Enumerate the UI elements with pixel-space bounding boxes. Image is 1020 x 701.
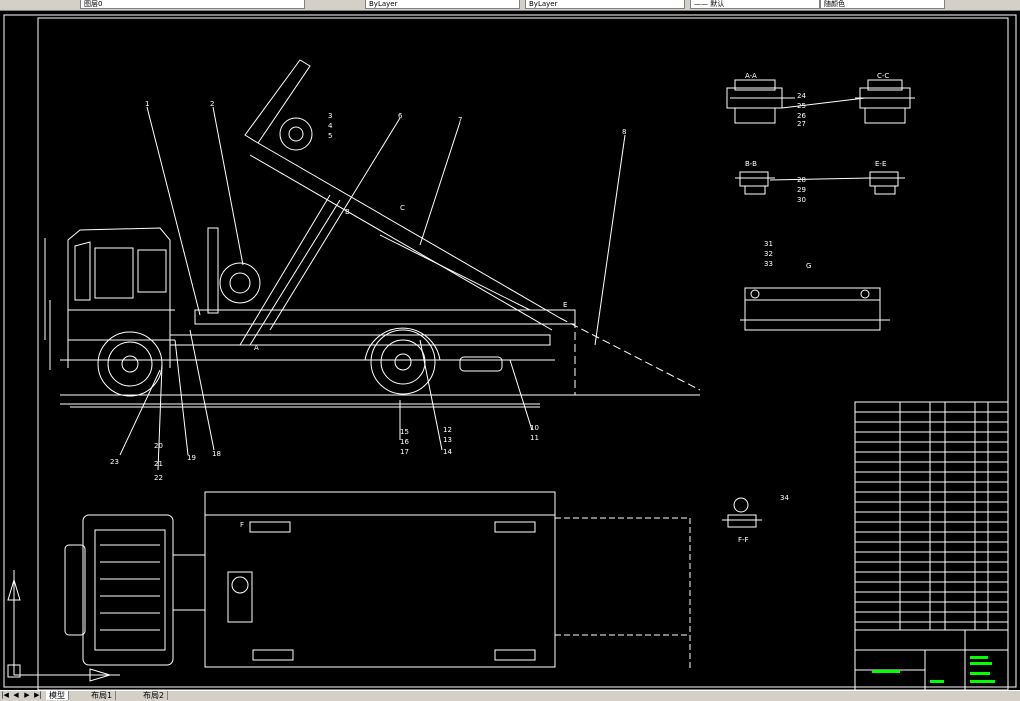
balloon-11: 11 bbox=[530, 434, 539, 442]
balloon-16: 16 bbox=[400, 438, 409, 446]
balloon-23: 23 bbox=[110, 458, 119, 466]
detail-g-view bbox=[740, 287, 890, 331]
balloon-14: 14 bbox=[443, 448, 452, 456]
tab-nav-last-icon[interactable]: ▶| bbox=[34, 691, 42, 699]
plotstyle-dropdown[interactable]: 随颜色 bbox=[820, 0, 945, 9]
layout-tab-bar: |◀ ◀ ▶ ▶| 模型 布局1 布局2 bbox=[0, 690, 1020, 701]
balloon-2: 2 bbox=[210, 100, 214, 108]
tab-layout1[interactable]: 布局1 bbox=[88, 691, 117, 700]
label-cut-c: C bbox=[400, 204, 405, 212]
balloon-27: 27 bbox=[797, 120, 806, 128]
label-cut-e: E bbox=[563, 301, 567, 309]
balloon-30: 30 bbox=[797, 196, 806, 204]
balloon-8: 8 bbox=[622, 128, 626, 136]
balloon-31: 31 bbox=[764, 240, 773, 248]
label-cut-b: B bbox=[345, 208, 350, 216]
balloon-21: 21 bbox=[154, 460, 163, 468]
tab-nav-first-icon[interactable]: |◀ bbox=[1, 691, 9, 699]
balloon-28: 28 bbox=[797, 176, 806, 184]
color-dropdown[interactable]: ByLayer bbox=[365, 0, 520, 9]
section-aa-view bbox=[726, 79, 795, 124]
label-detail-g: G bbox=[806, 262, 811, 270]
truck-plan-view bbox=[64, 491, 691, 670]
truck-side-view bbox=[44, 59, 701, 408]
balloon-20: 20 bbox=[154, 442, 163, 450]
balloon-15: 15 bbox=[400, 428, 409, 436]
tab-nav-next-icon[interactable]: ▶ bbox=[24, 691, 30, 699]
section-ee-view bbox=[865, 171, 905, 195]
balloon-1: 1 bbox=[145, 100, 149, 108]
outer-frame bbox=[3, 14, 1017, 688]
section-cc-view bbox=[855, 79, 915, 124]
balloon-18: 18 bbox=[212, 450, 221, 458]
tab-nav-prev-icon[interactable]: ◀ bbox=[13, 691, 19, 699]
label-section-bb: B-B bbox=[745, 160, 757, 168]
tab-layout2[interactable]: 布局2 bbox=[140, 691, 169, 700]
balloon-5: 5 bbox=[328, 132, 332, 140]
layer-dropdown[interactable]: 图层0 bbox=[80, 0, 305, 9]
label-section-aa: A-A bbox=[745, 72, 757, 80]
leader-lines bbox=[119, 106, 626, 471]
balloon-26: 26 bbox=[797, 112, 806, 120]
balloon-4: 4 bbox=[328, 122, 333, 130]
ucs-icon bbox=[7, 570, 120, 682]
label-section-cc: C-C bbox=[877, 72, 889, 80]
balloon-7: 7 bbox=[458, 116, 462, 124]
balloon-32: 32 bbox=[764, 250, 773, 258]
inner-frame bbox=[37, 17, 1009, 690]
balloon-19: 19 bbox=[187, 454, 196, 462]
tab-model[interactable]: 模型 bbox=[46, 691, 69, 700]
balloon-12: 12 bbox=[443, 426, 452, 434]
linetype-dropdown[interactable]: ByLayer bbox=[525, 0, 685, 9]
label-cut-a: A bbox=[254, 344, 259, 352]
section-ff-view bbox=[722, 497, 762, 528]
balloon-33: 33 bbox=[764, 260, 773, 268]
title-block bbox=[854, 629, 1009, 690]
lineweight-dropdown[interactable]: —— 默认 bbox=[690, 0, 820, 9]
balloon-29: 29 bbox=[797, 186, 806, 194]
properties-toolbar: 图层0 ByLayer ByLayer —— 默认 随颜色 bbox=[0, 0, 1020, 11]
label-section-ff: F-F bbox=[738, 536, 749, 544]
balloon-25: 25 bbox=[797, 102, 806, 110]
balloon-13: 13 bbox=[443, 436, 452, 444]
balloon-6: 6 bbox=[398, 112, 403, 120]
label-section-ee: E-E bbox=[875, 160, 886, 168]
balloon-3: 3 bbox=[328, 112, 332, 120]
balloon-34: 34 bbox=[780, 494, 789, 502]
label-cut-f: F bbox=[240, 521, 244, 529]
balloon-17: 17 bbox=[400, 448, 409, 456]
section-bb-view bbox=[735, 171, 775, 195]
balloon-24: 24 bbox=[797, 92, 806, 100]
title-block-green-text bbox=[872, 656, 995, 683]
drawing-canvas[interactable]: A-A C-C B-B E-E F-F A B C E F G 1 2 3 4 … bbox=[0, 10, 1020, 690]
parts-list-table bbox=[854, 401, 1009, 631]
balloon-22: 22 bbox=[154, 474, 163, 482]
balloon-10: 10 bbox=[530, 424, 539, 432]
